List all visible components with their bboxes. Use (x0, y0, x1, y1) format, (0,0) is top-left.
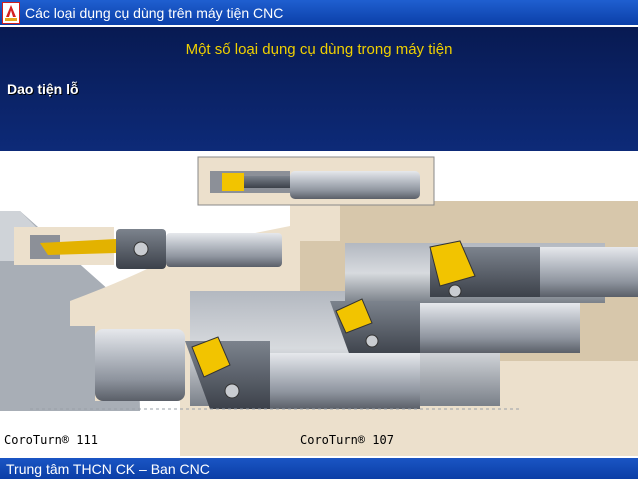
boring-tools-drawing (0, 156, 638, 456)
footer-text: Trung tâm THCN CK – Ban CNC (6, 461, 210, 477)
logo-icon (2, 2, 20, 24)
slide-subtitle: Một số loại dụng cụ dùng trong máy tiện (185, 41, 453, 58)
boring-tools-illustration (0, 151, 638, 456)
caption-coroturn-111: CoroTurn® 111 (4, 433, 98, 447)
slide-content: Một số loại dụng cụ dùng trong máy tiện … (0, 27, 638, 151)
section-label: Dao tiện lỗ (7, 81, 79, 97)
footer-bar: Trung tâm THCN CK – Ban CNC (0, 456, 638, 479)
title-bar: Các loại dụng cụ dùng trên máy tiện CNC (0, 0, 638, 27)
slide-header-title: Các loại dụng cụ dùng trên máy tiện CNC (25, 5, 284, 21)
caption-coroturn-107: CoroTurn® 107 (300, 433, 394, 447)
